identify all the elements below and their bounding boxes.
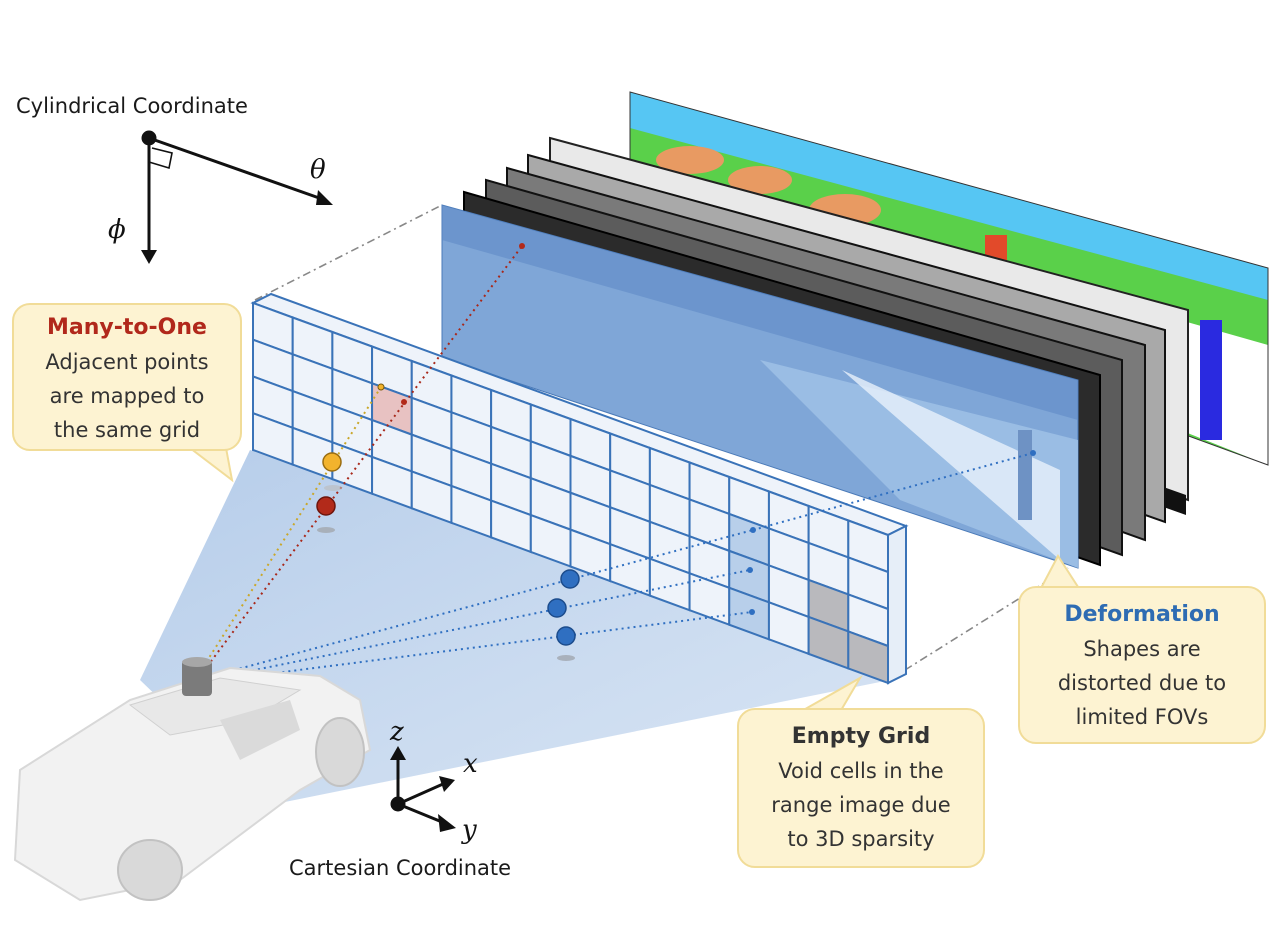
deformation-line-3: limited FOVs <box>1075 705 1209 729</box>
many-to-one-line-1: Adjacent points <box>45 350 209 374</box>
empty-grid-line-2: range image due <box>771 793 951 817</box>
grid-side-face <box>887 524 907 685</box>
lidar-points <box>316 243 1036 661</box>
lidar-sensor <box>182 660 212 696</box>
empty-grid-callout: Empty Grid Void cells in the range image… <box>737 708 985 868</box>
point-orange <box>322 452 342 472</box>
many-to-one-callout: Many-to-One Adjacent points are mapped t… <box>12 303 242 451</box>
empty-grid-line-1: Void cells in the <box>778 759 944 783</box>
deformation-callout: Deformation Shapes are distorted due to … <box>1018 586 1266 744</box>
cylindrical-label: Cylindrical Coordinate <box>16 94 248 118</box>
point-blue-1 <box>560 569 580 589</box>
cylindrical-axes <box>141 130 333 264</box>
many-to-one-line-3: the same grid <box>53 418 201 442</box>
point-blue-3 <box>556 626 576 646</box>
phi-label: ϕ <box>108 215 126 245</box>
empty-grid-line-3: to 3D sparsity <box>787 827 935 851</box>
grid-cell <box>847 630 889 685</box>
many-to-one-line-2: are mapped to <box>49 384 205 408</box>
car-with-lidar <box>13 657 372 902</box>
range-image-stack <box>441 91 1269 569</box>
y-label: y <box>461 815 477 845</box>
point-red <box>316 496 336 516</box>
projection-rays <box>199 245 1034 683</box>
theta-label: θ <box>310 155 326 185</box>
many-to-one-title: Many-to-One <box>47 315 207 340</box>
empty-grid-title: Empty Grid <box>791 724 931 749</box>
range-grid <box>250 292 909 685</box>
point-blue-2 <box>547 598 567 618</box>
z-label: z <box>389 717 404 747</box>
cartesian-label: Cartesian Coordinate <box>289 856 511 880</box>
callout-tail-many <box>187 447 234 483</box>
cartesian-axes <box>390 746 456 832</box>
deformation-title: Deformation <box>1064 602 1220 627</box>
deformation-line-1: Shapes are <box>1083 637 1201 661</box>
deformation-line-2: distorted due to <box>1057 671 1227 695</box>
projection-guides <box>254 204 1069 671</box>
x-label: x <box>463 749 478 779</box>
